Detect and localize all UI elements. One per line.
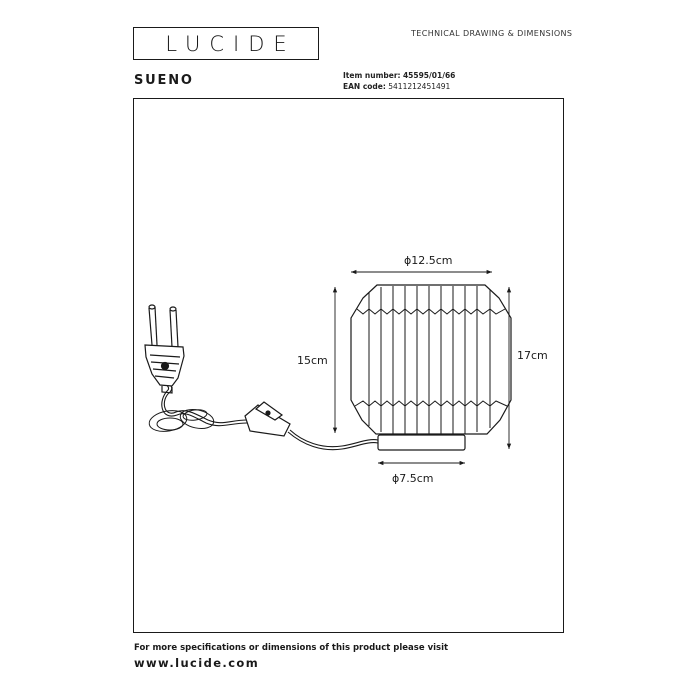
product-name: SUENO [134,73,194,88]
dimension-base-diameter: ϕ7.5cm [378,460,465,485]
ean-code-value: 5411212451491 [388,82,451,91]
ean-code-line: EAN code: 5411212451491 [343,82,450,91]
brand-logo-text: LUCIDE [165,31,296,56]
item-number-value: 45595/01/66 [402,71,456,80]
ean-code-label: EAN code: [343,82,386,91]
lamp-base [377,434,466,451]
dimension-total-height: 17cm [506,287,548,449]
total-height-label: 17cm [517,349,548,362]
dimension-shade-height: 15cm [297,287,338,433]
power-plug [144,304,185,394]
dimension-top-diameter: ϕ12.5cm [351,254,492,275]
item-number-label: Item number: [343,71,401,80]
website-link[interactable]: www.lucide.com [134,656,260,670]
brand-logo: LUCIDE [133,27,319,60]
cable-coil [148,409,215,432]
drawing-frame [133,98,564,633]
base-diameter-label: ϕ7.5cm [392,472,434,485]
item-number-line: Item number: 45595/01/66 [343,71,455,80]
shade-height-label: 15cm [297,354,328,367]
top-diameter-label: ϕ12.5cm [404,254,453,267]
footer-note: For more specifications or dimensions of… [134,643,449,653]
lamp-shade [350,284,512,435]
document-title: TECHNICAL DRAWING & DIMENSIONS [411,29,573,38]
inline-switch [244,401,291,437]
